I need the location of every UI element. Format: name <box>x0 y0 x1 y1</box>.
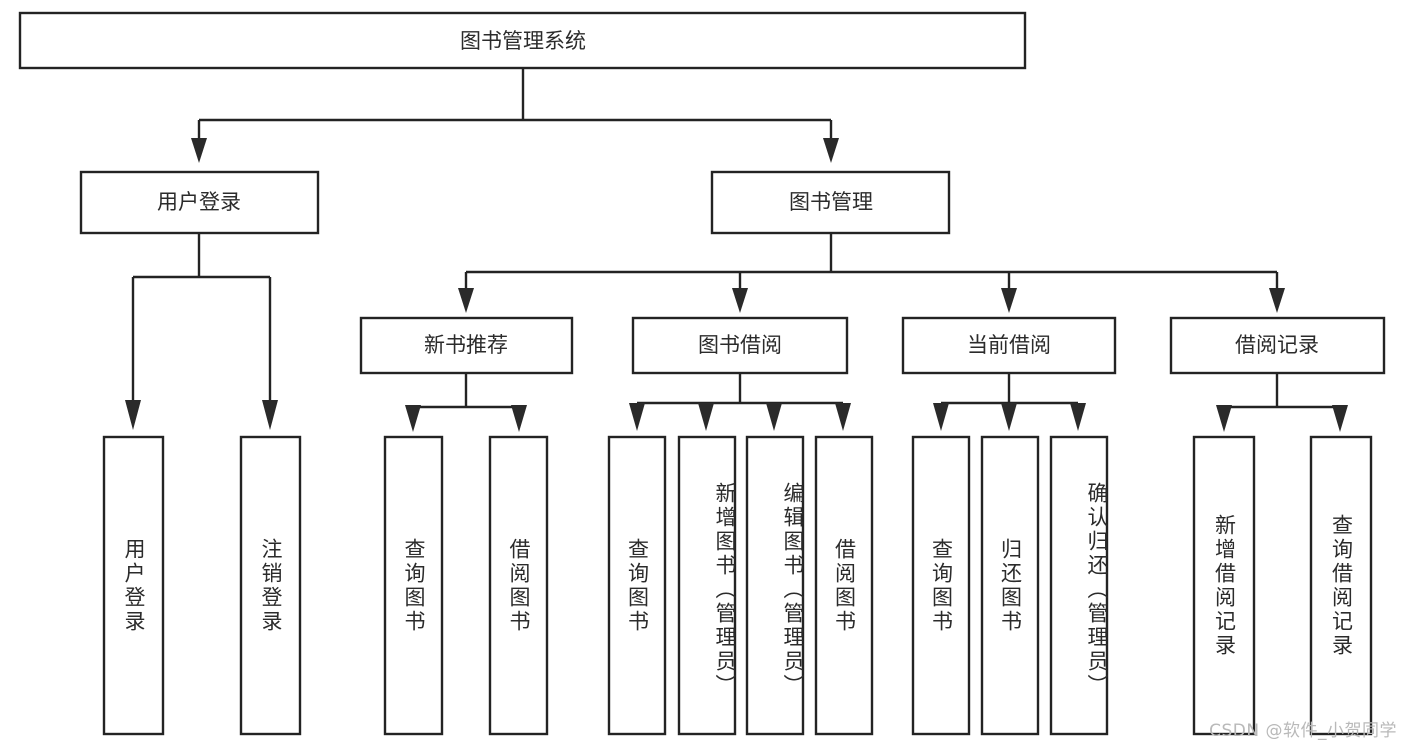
arrow-to-borrow-record <box>1269 288 1285 313</box>
node-current-borrow[interactable]: 当前借阅 <box>901 316 1117 375</box>
node-label-book-management: 图书管理 <box>789 190 873 214</box>
node-rect-leaf-add-record[interactable] <box>1192 435 1256 736</box>
node-rect-user-login[interactable] <box>79 170 320 235</box>
node-label-current-borrow: 当前借阅 <box>967 333 1051 357</box>
node-rect-leaf-borrow-book-2[interactable] <box>814 435 874 736</box>
node-rect-leaf-query-book-1[interactable] <box>383 435 444 736</box>
csdn-watermark: CSDN @软件_小贺同学 <box>1209 721 1397 741</box>
arrow-leaf-query-record <box>1332 405 1348 432</box>
node-rect-new-book-recommend[interactable] <box>359 316 574 375</box>
node-rect-root[interactable] <box>18 11 1027 70</box>
node-rect-book-management[interactable] <box>710 170 951 235</box>
node-rect-leaf-edit-book[interactable] <box>745 435 805 736</box>
node-rect-leaf-query-book-3[interactable] <box>911 435 971 736</box>
connector-layer <box>125 68 1348 432</box>
arrow-leaf-return-book <box>1001 403 1017 431</box>
arrow-leaf-confirm-return <box>1070 403 1086 431</box>
node-label-borrow-record: 借阅记录 <box>1235 333 1319 357</box>
node-rect-leaf-borrow-book-1[interactable] <box>488 435 549 736</box>
node-label-book-borrow: 图书借阅 <box>698 333 782 357</box>
node-rect-leaf-query-book-2[interactable] <box>607 435 667 736</box>
node-book-management-system[interactable]: 图书管理系统 <box>18 11 1027 70</box>
node-rect-leaf-add-book[interactable] <box>677 435 737 736</box>
node-book-borrow[interactable]: 图书借阅 <box>631 316 849 375</box>
arrow-leaf-edit-book <box>766 403 782 431</box>
node-rect-leaf-user-login[interactable] <box>102 435 165 736</box>
arrow-to-user-login <box>191 138 207 163</box>
arrow-to-current-borrow <box>1001 288 1017 313</box>
arrow-to-new-book-recommend <box>458 288 474 313</box>
node-label-root: 图书管理系统 <box>460 29 586 53</box>
node-book-management[interactable]: 图书管理 <box>710 170 951 235</box>
arrow-to-book-management <box>823 138 839 163</box>
node-layer: 图书管理系统 用户登录 图书管理 新书推荐 图书借阅 当前 <box>18 11 1386 736</box>
arrow-leaf-query-book-3 <box>933 403 949 431</box>
node-rect-leaf-confirm-return[interactable] <box>1049 435 1109 736</box>
node-label-new-book-recommend: 新书推荐 <box>424 333 508 357</box>
node-user-login[interactable]: 用户登录 <box>79 170 320 235</box>
arrow-to-book-borrow <box>732 288 748 313</box>
arrow-leaf-query-book-2 <box>629 403 645 431</box>
arrow-leaf-add-book <box>698 403 714 431</box>
node-rect-borrow-record[interactable] <box>1169 316 1386 375</box>
arrow-leaf-borrow-book-2 <box>835 403 851 431</box>
node-rect-current-borrow[interactable] <box>901 316 1117 375</box>
node-rect-book-borrow[interactable] <box>631 316 849 375</box>
node-new-book-recommend[interactable]: 新书推荐 <box>359 316 574 375</box>
node-label-user-login: 用户登录 <box>157 190 241 214</box>
node-rect-leaf-logout-login[interactable] <box>239 435 302 736</box>
node-rect-leaf-return-book[interactable] <box>980 435 1040 736</box>
arrow-leaf-borrow-book-1 <box>511 405 527 432</box>
arrow-leaf-user-login <box>125 400 141 430</box>
arrow-leaf-logout-login <box>262 400 278 430</box>
arrow-leaf-query-book-1 <box>405 405 421 432</box>
node-borrow-record[interactable]: 借阅记录 <box>1169 316 1386 375</box>
arrow-leaf-add-record <box>1216 405 1232 432</box>
node-rect-leaf-query-record[interactable] <box>1309 435 1373 736</box>
